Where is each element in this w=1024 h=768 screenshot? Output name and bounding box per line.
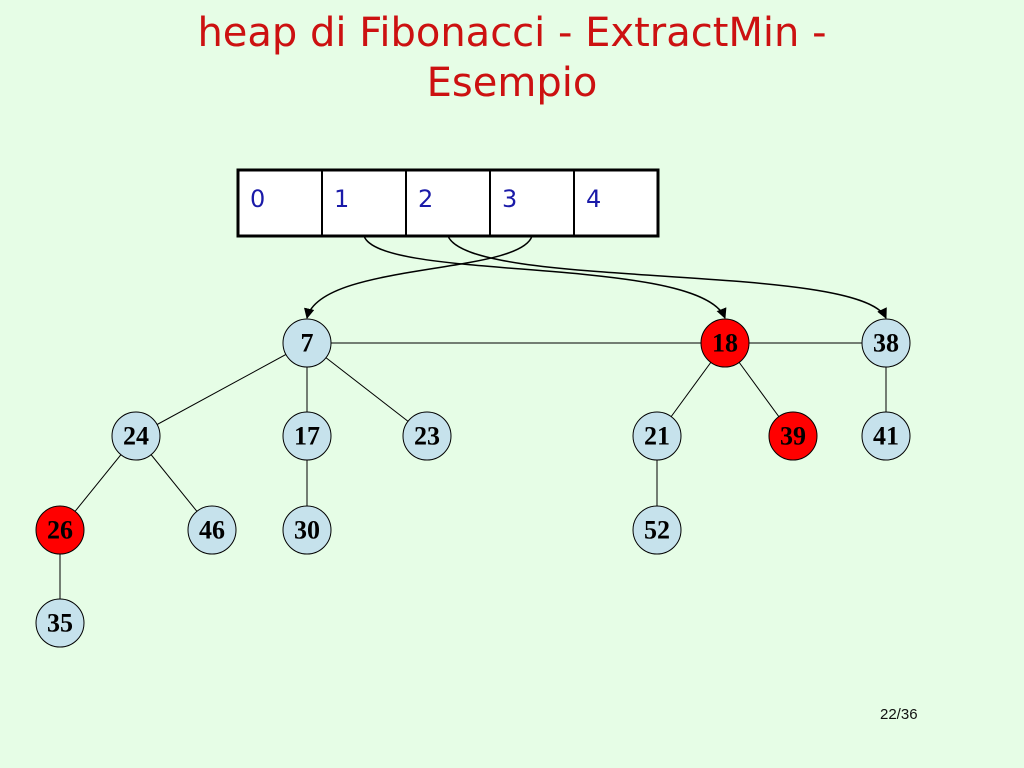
node-circle <box>35 598 85 648</box>
array-cell-3: 3 <box>502 185 517 213</box>
node-24: 24 <box>111 411 161 461</box>
node-18-marked: 18 <box>700 318 750 368</box>
node-key: 30 <box>294 516 320 545</box>
node-7: 7 <box>282 318 332 368</box>
node-circle <box>111 411 161 461</box>
node-circle <box>700 318 750 368</box>
node-key: 26 <box>47 516 73 545</box>
node-circle <box>282 411 332 461</box>
array-cell-0: 0 <box>250 185 265 213</box>
node-circle <box>402 411 452 461</box>
node-key: 38 <box>873 329 899 358</box>
node-circle <box>768 411 818 461</box>
node-circle <box>282 318 332 368</box>
array-cell-2: 2 <box>418 185 433 213</box>
node-key: 52 <box>644 516 670 545</box>
node-circle <box>35 505 85 555</box>
tree-edges <box>59 342 887 623</box>
pointer-slot2-to-38 <box>447 235 887 319</box>
array-cell-4: 4 <box>586 185 601 213</box>
node-52: 52 <box>632 505 682 555</box>
node-26-marked: 26 <box>35 505 85 555</box>
node-key: 7 <box>301 329 314 358</box>
node-key: 18 <box>712 329 738 358</box>
node-21: 21 <box>632 411 682 461</box>
node-39-marked: 39 <box>768 411 818 461</box>
heap-nodes: 7 18 38 24 17 23 21 39 <box>35 318 911 648</box>
node-circle <box>632 411 682 461</box>
node-key: 46 <box>199 516 225 545</box>
node-30: 30 <box>282 505 332 555</box>
node-circle <box>632 505 682 555</box>
node-key: 21 <box>644 422 670 451</box>
slide-title: heap di Fibonacci - ExtractMin - Esempio <box>0 8 1024 108</box>
node-23: 23 <box>402 411 452 461</box>
page-number: 22/36 <box>880 706 918 723</box>
node-circle <box>861 411 911 461</box>
pointer-slot1-to-18 <box>363 235 727 319</box>
array-cell-1: 1 <box>334 185 349 213</box>
node-key: 24 <box>123 422 149 451</box>
node-key: 23 <box>414 422 440 451</box>
slide-title-line-2: Esempio <box>426 60 598 106</box>
node-35: 35 <box>35 598 85 648</box>
node-41: 41 <box>861 411 911 461</box>
node-17: 17 <box>282 411 332 461</box>
node-circle <box>187 505 237 555</box>
degree-array: 0 1 2 3 4 <box>236 168 660 238</box>
node-key: 17 <box>294 422 320 451</box>
array-pointers <box>304 235 887 320</box>
node-circle <box>282 505 332 555</box>
node-46: 46 <box>187 505 237 555</box>
edge-7-24 <box>135 342 308 437</box>
edge-7-23 <box>306 342 428 437</box>
node-circle <box>861 318 911 368</box>
pointer-slot3-to-7 <box>304 235 533 320</box>
slide-title-line-1: heap di Fibonacci - ExtractMin - <box>197 10 827 56</box>
node-key: 35 <box>47 609 73 638</box>
node-key: 41 <box>873 422 899 451</box>
node-38: 38 <box>861 318 911 368</box>
node-key: 39 <box>780 422 806 451</box>
